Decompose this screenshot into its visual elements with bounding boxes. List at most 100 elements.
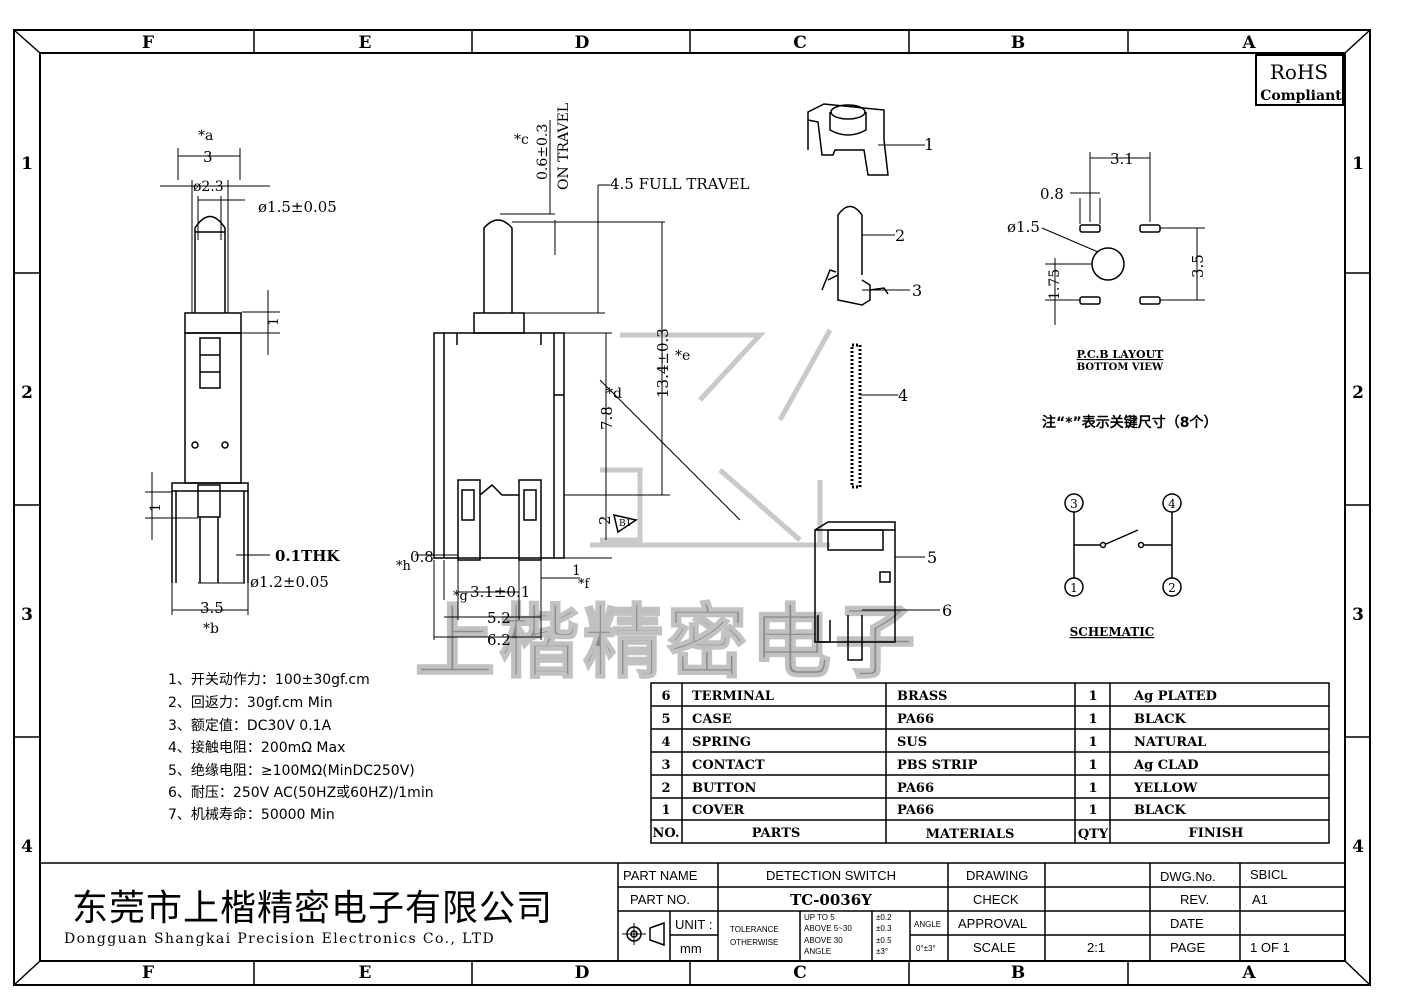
bom-no: 2 [661,781,670,796]
page-label: PAGE [1170,940,1205,955]
approval-label: APPROVAL [958,916,1027,931]
bom-no: 1 [661,803,670,818]
spec-line: 2、回返力：30gf.cm Min [168,695,333,711]
date-label: DATE [1170,916,1204,931]
row-label: 2 [1352,383,1364,403]
col-label: A [1241,33,1256,53]
bom-part: BUTTON [692,781,757,796]
bom-qty: 1 [1088,758,1097,773]
part-name: DETECTION SWITCH [766,868,896,883]
tolerance-value: ±0.3 [876,924,892,933]
tolerance-value: ±3° [876,947,888,956]
dim-full-travel: 4.5 FULL TRAVEL [610,175,750,193]
tolerance-label: TOLERANCE [730,925,779,934]
spec-line: 3、额定值：DC30V 0.1A [168,718,332,734]
bom-finish: BLACK [1134,712,1187,727]
col-label: C [793,33,807,53]
bom-header-finish: FINISH [1189,826,1244,841]
bom-qty: 1 [1088,781,1097,796]
col-label: F [142,963,154,983]
dim-height: 7.8 [598,406,616,430]
bom-qty: 1 [1088,689,1097,704]
bom-finish: NATURAL [1134,735,1206,750]
dim-diameter: ø1.5 [1007,218,1040,236]
bom-qty: 1 [1088,712,1097,727]
bom-material: BRASS [897,689,947,704]
bom-header-materials: MATERIALS [926,827,1015,842]
rev-label: REV. [1180,892,1209,907]
bom-qty: 1 [1088,735,1097,750]
rohs-badge: RoHS Compliant [1255,54,1344,106]
bom-part: TERMINAL [692,689,774,704]
pin-3: 3 [1070,497,1078,511]
dim-width: 1 [572,563,581,579]
spec-line: 7、机械寿命：50000 Min [168,806,335,823]
dim-diameter: ø2.3 [193,179,224,195]
col-label: B [1011,963,1025,983]
dim-width: 3 [203,148,213,166]
tolerance-range: ANGLE [804,947,831,956]
callout-3: 3 [912,281,922,300]
bom-no: 6 [661,689,670,704]
spec-line: 6、耐压：250V AC(50HZ或60HZ)/1min [168,785,434,801]
angle-value: 0°±3° [916,944,936,953]
schematic-title: SCHEMATIC [1070,625,1155,639]
dim-width: 0.8 [410,548,434,566]
dwg-number: SBICL [1250,867,1288,882]
dim-height: 1.75 [1047,269,1063,300]
dim-on-travel-label: ON TRAVEL [556,103,572,190]
callout-2: 2 [895,226,905,245]
bom-finish: BLACK [1134,803,1187,818]
dim-width: 3.1 [1110,150,1134,168]
dim-diameter: ø1.5±0.05 [258,198,337,216]
key-dimension-note: 注“*”表示关键尺寸（8个） [1042,414,1217,431]
bom-part: CONTACT [692,758,765,773]
bom-header-qty: QTY [1078,827,1109,842]
dim-width: 3.5 [200,599,224,617]
dim-height: 2 [596,515,614,525]
pcb-title: P.C.B LAYOUT [1077,348,1165,361]
dim-diameter: ø1.2±0.05 [250,573,329,591]
spec-line: 4、接触电阻：200mΩ Max [168,739,345,756]
dwg-label: DWG.No. [1160,869,1216,884]
sheet-frame: F E D C B A F E D C B A 1 2 3 4 1 2 3 4 [13,29,1371,986]
tolerance-value: ±0.5 [876,936,892,945]
col-label: D [575,33,590,53]
dim-width: 3.1±0.1 [470,583,530,601]
bom-qty: 1 [1088,803,1097,818]
specifications: 1、开关动作力：100±30gf.cm 2、回返力：30gf.cm Min 3、… [168,672,434,823]
pin-4: 4 [1168,497,1176,511]
dim-key-a: *a [198,128,213,144]
bom-finish: Ag PLATED [1133,689,1217,704]
row-label: 3 [1352,605,1364,625]
callout-4: 4 [898,386,908,405]
dim-key-h: *h [396,559,412,574]
rohs-compliant: Compliant [1260,88,1342,104]
bom-material: PBS STRIP [897,758,978,773]
pcb-subtitle: BOTTOM VIEW [1077,362,1164,373]
pcb-layout: 3.1 0.8 ø1.5 1.75 3.5 P.C.B LAYOUT BOTTO… [1007,150,1217,431]
dim-height: 1 [266,317,282,326]
unit-value: mm [680,941,702,956]
exploded-view: 1 2 3 4 5 6 [807,103,952,661]
dim-key-c: *c [514,132,529,148]
dim-height: 13.4±0.3 [654,328,672,398]
datum-b1: B1 [619,519,631,529]
dim-thickness: 0.1THK [275,547,340,565]
col-label: B [1011,33,1025,53]
bom-material: PA66 [897,712,934,727]
row-label: 1 [21,154,33,174]
pin-2: 2 [1168,581,1176,595]
bom-material: PA66 [897,781,934,796]
otherwise-label: OTHERWISE [730,938,778,947]
dim-height: 3.5 [1189,254,1207,278]
rohs-title: RoHS [1270,60,1328,84]
callout-5: 5 [927,548,937,567]
part-name-label: PART NAME [623,868,698,883]
row-label: 3 [21,605,33,625]
company-name-cn: 东莞市上楷精密电子有限公司 [72,888,553,929]
dim-height: 1 [148,503,164,512]
col-label: C [793,963,807,983]
bom-part: SPRING [692,735,751,750]
